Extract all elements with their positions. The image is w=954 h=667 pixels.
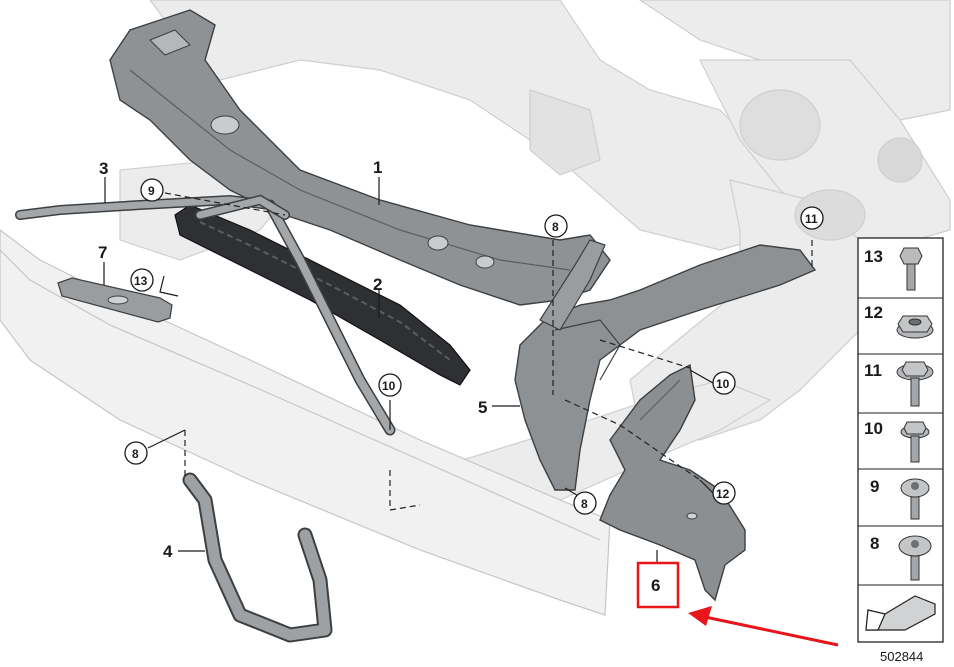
assembly-lines	[164, 192, 813, 511]
legend-item-8: 8	[870, 534, 879, 553]
fastener-callout-8-left: 8	[124, 441, 148, 465]
fastener-callout-10-right: 10	[712, 371, 736, 395]
part-3-strut-bar	[15, 194, 396, 436]
part-7-small-bracket	[57, 277, 173, 323]
svg-text:10: 10	[716, 377, 730, 391]
legend-item-9: 9	[870, 477, 879, 496]
hex-flange-bolt-icon	[900, 421, 930, 463]
callout-2: 2	[373, 275, 382, 294]
svg-text:10: 10	[382, 379, 396, 393]
hex-bolt-icon	[899, 247, 923, 291]
legend-item-10: 10	[864, 419, 883, 438]
callout-4: 4	[163, 542, 173, 561]
fastener-callout-11: 11	[800, 206, 824, 230]
arrow-icon	[865, 595, 936, 631]
legend-item-12: 12	[864, 303, 883, 322]
hex-nut-icon	[896, 315, 934, 339]
svg-text:8: 8	[552, 220, 559, 234]
part-4-u-bracket	[182, 472, 333, 643]
part-5-headlight-carrier	[514, 239, 817, 491]
svg-text:8: 8	[581, 497, 588, 511]
part-1-upper-cross-member	[109, 9, 611, 306]
svg-text:12: 12	[716, 487, 730, 501]
fastener-callout-10-left: 10	[378, 373, 402, 397]
fastener-callout-8-bottom: 8	[573, 491, 597, 515]
fastener-legend: 13 12 11 10 9 8	[857, 237, 944, 643]
svg-text:11: 11	[805, 212, 818, 226]
flange-bolt-icon	[896, 361, 934, 407]
leader-lines	[103, 177, 714, 568]
legend-item-11: 11	[864, 361, 882, 380]
highlight-box	[636, 561, 680, 609]
part-6-lower-bracket	[599, 363, 746, 602]
fastener-callout-13: 13	[130, 268, 154, 292]
fastener-callout-12: 12	[712, 481, 736, 505]
callout-1: 1	[373, 158, 382, 177]
fastener-callout-9: 9	[140, 178, 164, 202]
pointer-arrow	[688, 606, 839, 647]
svg-text:13: 13	[134, 274, 148, 288]
legend-item-13: 13	[864, 247, 883, 266]
diagram-id: 502844	[880, 649, 923, 664]
callout-5: 5	[478, 398, 487, 417]
callout-6: 6	[651, 576, 660, 595]
svg-text:8: 8	[132, 447, 139, 461]
callout-3: 3	[99, 159, 108, 178]
callout-7: 7	[98, 243, 107, 262]
fastener-callout-8-top: 8	[544, 214, 568, 238]
torx-screw-icon	[900, 478, 930, 520]
torx-washer-screw-icon	[898, 535, 932, 581]
svg-text:9: 9	[148, 184, 155, 198]
